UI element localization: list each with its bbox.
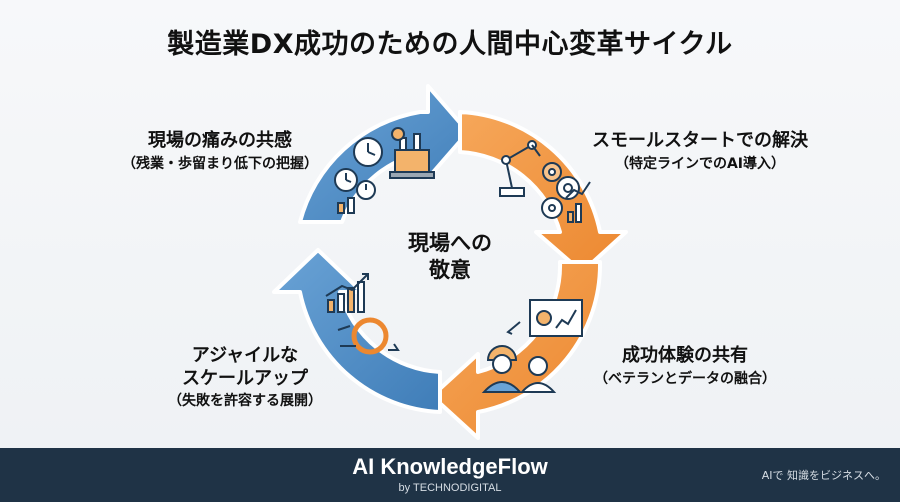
clock-factory-icon (334, 127, 435, 214)
step-small-start-title: スモールスタートでの解決 (592, 130, 808, 151)
footer-brand: AI KnowledgeFlow (352, 454, 548, 479)
center-line-2: 敬意 (429, 258, 471, 283)
people-dashboard-icon (481, 299, 583, 393)
step-agile-scale-detail: （失敗を許容する展開） (168, 393, 322, 409)
center-line-1: 現場への (408, 231, 492, 255)
step-empathy-detail: （残業・歩留まり低下の把握） (122, 155, 318, 172)
step-share-success-detail: （ベテランとデータの融合） (594, 370, 776, 387)
step-agile-scale-label: アジャイルな スケールアップ （失敗を許容する展開） (145, 345, 345, 411)
step-agile-scale-title-1: アジャイルな (191, 345, 299, 366)
step-empathy-title: 現場の痛みの共感 (148, 130, 292, 151)
footer-bar: AI KnowledgeFlow by TECHNODIGITAL AIで 知識… (0, 448, 900, 502)
diagram-title: 製造業DX成功のための人間中心変革サイクル (167, 29, 733, 60)
step-share-success-label: 成功体験の共有 （ベテランとデータの融合） (575, 345, 795, 388)
step-share-success-title: 成功体験の共有 (622, 345, 748, 366)
cycle-center-label: 現場への 敬意 (380, 230, 520, 285)
step-small-start-detail: （特定ラインでのAI導入） (614, 155, 786, 172)
cycle-diagram (272, 84, 628, 440)
footer-byline: by TECHNODIGITAL (398, 482, 502, 494)
step-empathy-label: 現場の痛みの共感 （残業・歩留まり低下の把握） (110, 130, 330, 173)
step-agile-scale-title-2: スケールアップ (182, 367, 308, 389)
footer-tagline: AIで 知識をビジネスへ。 (761, 469, 886, 482)
robot-arm-gear-icon (499, 140, 591, 223)
step-small-start-label: スモールスタートでの解決 （特定ラインでのAI導入） (565, 130, 835, 173)
growth-cycle-icon (325, 273, 400, 355)
